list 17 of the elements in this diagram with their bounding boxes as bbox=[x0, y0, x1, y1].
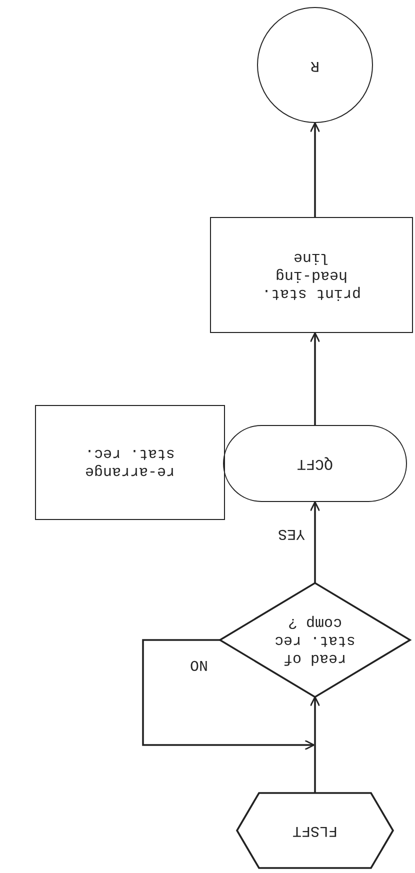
node-text: print stat. head-ing line bbox=[260, 248, 362, 302]
arrow bbox=[142, 639, 315, 750]
decision-diamond bbox=[220, 583, 410, 697]
node-text: FLSFT bbox=[292, 822, 339, 840]
connector-circle bbox=[257, 7, 373, 123]
node-text: read of stat. rec comp ? bbox=[274, 613, 357, 667]
terminal-box bbox=[223, 425, 407, 502]
arrow bbox=[310, 501, 320, 583]
node-text: R bbox=[310, 56, 321, 74]
arrow bbox=[310, 332, 320, 425]
preparation-hexagon bbox=[237, 793, 393, 868]
annotation-box bbox=[35, 405, 225, 520]
node-text: re-arrange stat. rec. bbox=[84, 444, 176, 480]
process-box bbox=[210, 217, 413, 333]
node-text: QCFT bbox=[296, 454, 334, 472]
arrow bbox=[310, 696, 320, 793]
arrow bbox=[310, 122, 320, 217]
